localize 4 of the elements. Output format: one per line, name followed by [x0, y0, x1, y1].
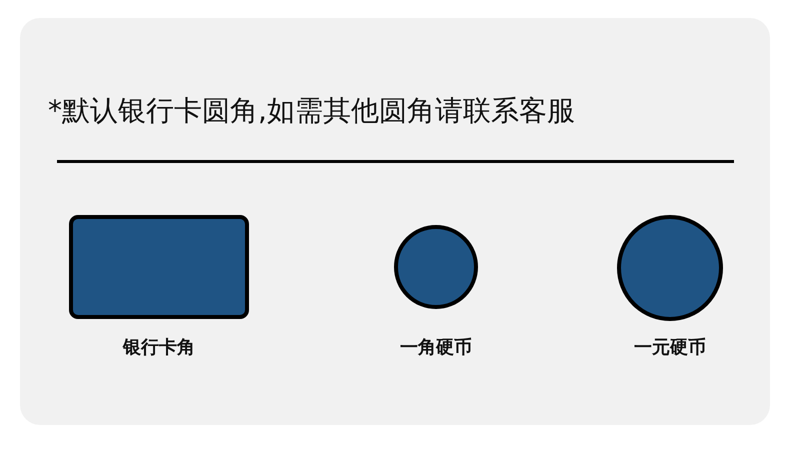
note-text: *默认银行卡圆角,如需其他圆角请联系客服 [48, 93, 575, 129]
shape-label: 一元硬币 [634, 336, 706, 359]
shape-label: 银行卡角 [123, 336, 195, 359]
shape-label: 一角硬币 [400, 336, 472, 359]
